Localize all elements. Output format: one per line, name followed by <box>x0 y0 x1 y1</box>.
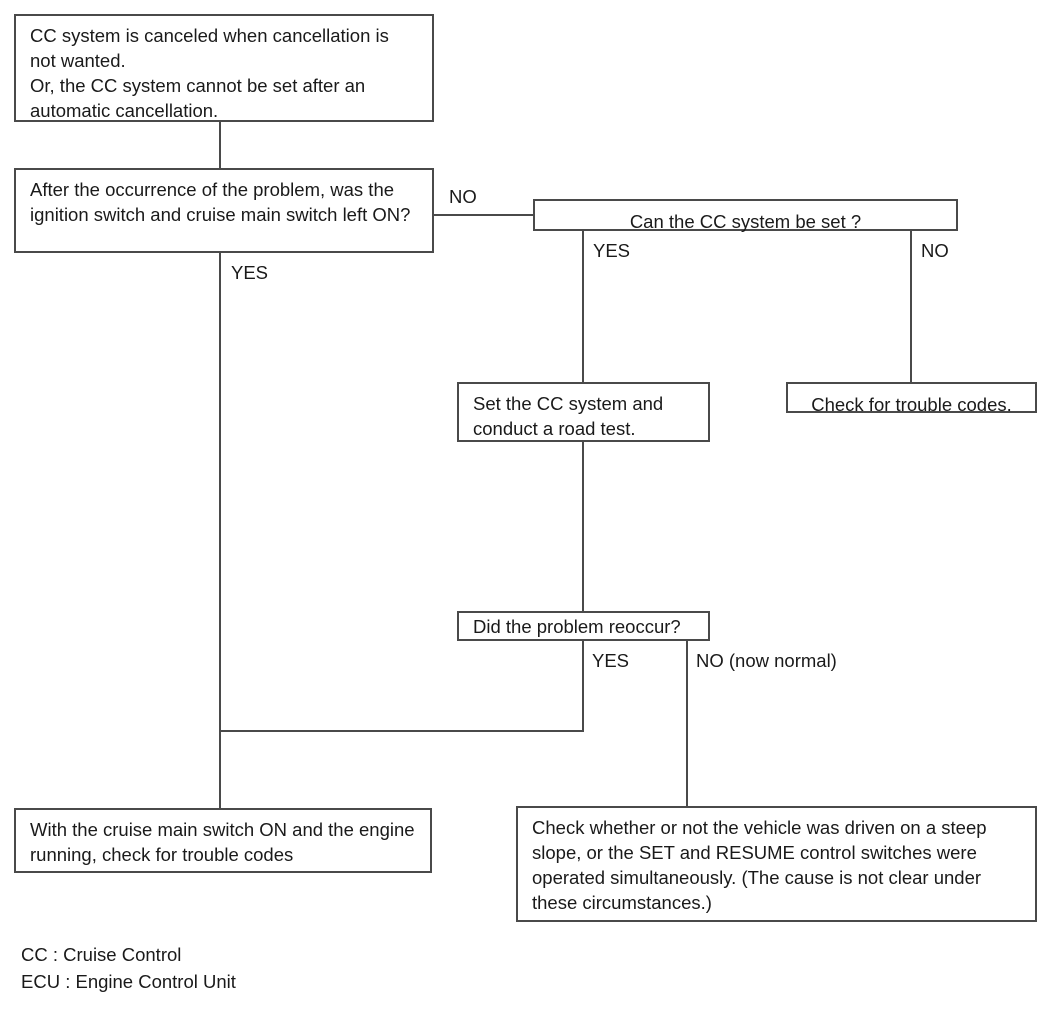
edge-label-switches-no: NO <box>449 186 477 207</box>
node-action-road-test: Set the CC system and conduct a road tes… <box>457 382 710 442</box>
legend-ecu: ECU : Engine Control Unit <box>21 971 236 992</box>
node-symptom: CC system is canceled when cancellation … <box>14 14 434 122</box>
edge-symptom-to-switches <box>219 122 221 168</box>
node-action-steep-slope: Check whether or not the vehicle was dri… <box>516 806 1037 922</box>
edge-switches-no-to-can-set <box>434 214 533 216</box>
edge-label-reoccur-yes: YES <box>592 650 630 671</box>
edge-reoccur-yes-left <box>219 730 584 732</box>
node-action-main-switch-codes: With the cruise main switch ON and the e… <box>14 808 432 873</box>
edge-label-switches-yes: YES <box>231 262 269 283</box>
edge-switches-yes-trunk <box>219 253 221 808</box>
legend-cc: CC : Cruise Control <box>21 944 182 965</box>
node-question-reoccur: Did the problem reoccur? <box>457 611 710 641</box>
node-question-switches: After the occurrence of the problem, was… <box>14 168 434 253</box>
node-action-check-codes: Check for trouble codes. <box>786 382 1037 415</box>
node-question-can-set: Can the CC system be set ? <box>533 199 958 232</box>
edge-label-can-set-no: NO <box>921 240 949 261</box>
edge-label-can-set-yes: YES <box>593 240 631 261</box>
edge-can-set-yes-to-road-test <box>582 231 584 382</box>
edge-reoccur-yes-down <box>582 641 584 732</box>
edge-can-set-no-to-check-codes <box>910 231 912 382</box>
edge-label-reoccur-no: NO (now normal) <box>696 650 837 671</box>
edge-reoccur-no-to-steep-slope <box>686 641 688 806</box>
edge-road-test-to-reoccur <box>582 442 584 611</box>
